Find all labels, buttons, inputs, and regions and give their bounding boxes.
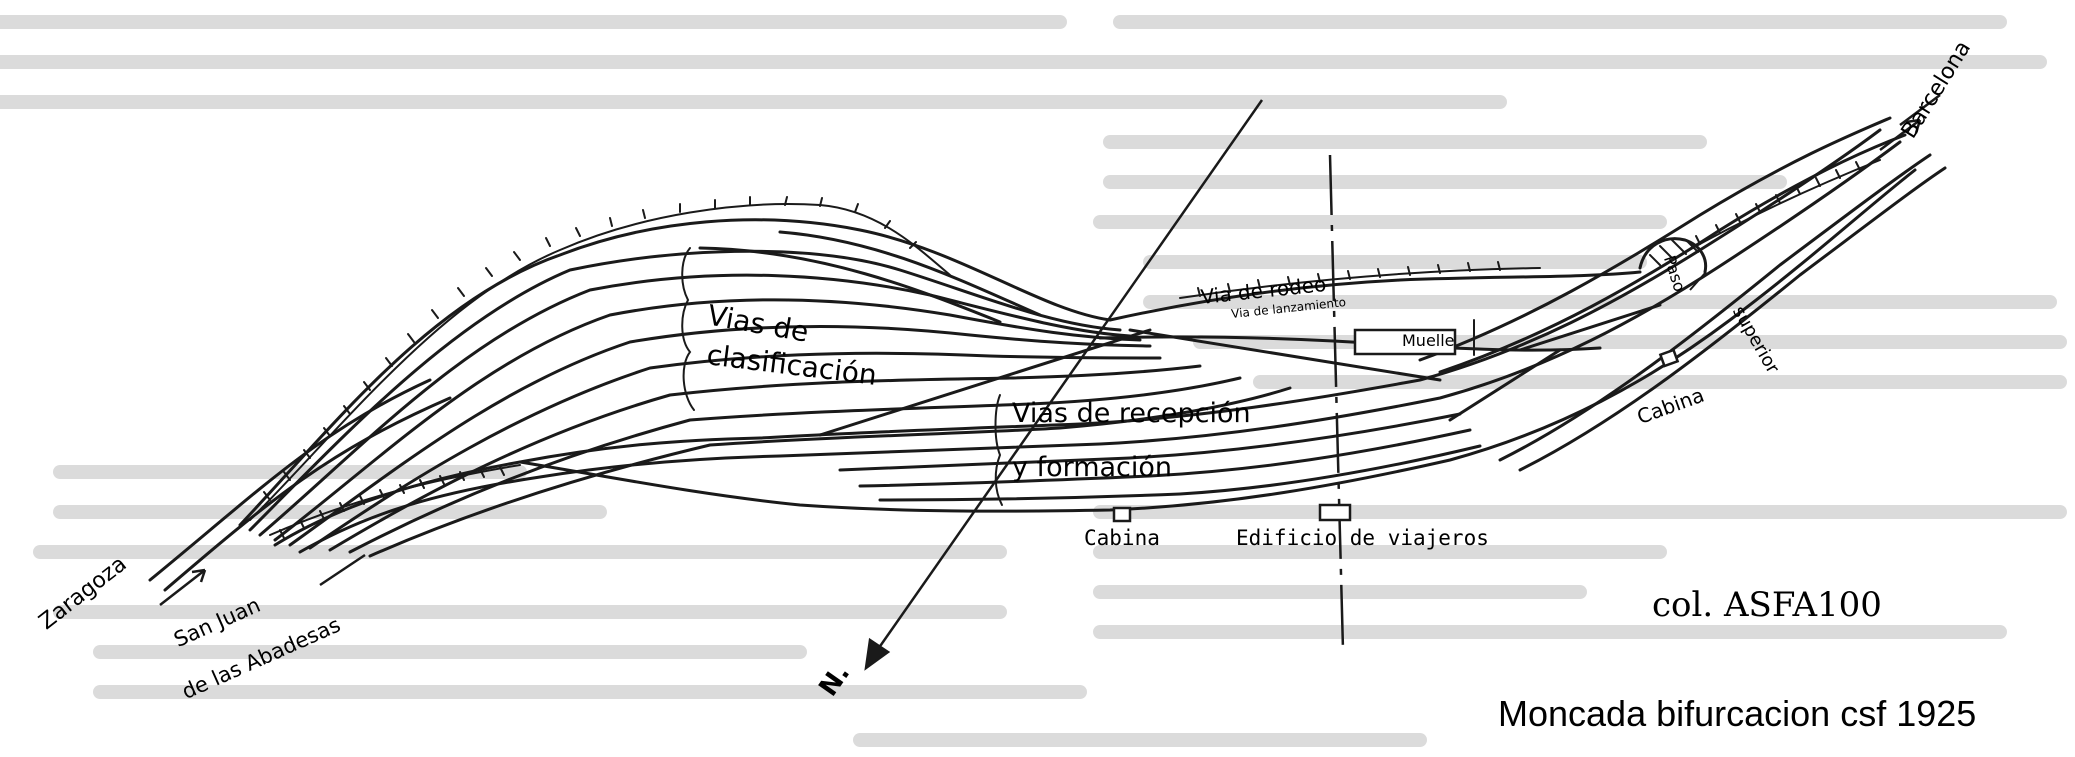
overpass-hatch — [1649, 239, 1699, 266]
label-muelle: Muelle — [1402, 331, 1455, 350]
crossover-3 — [1518, 303, 1662, 352]
reception-3 — [838, 412, 1462, 472]
label-edificio: Edificio de viajeros — [1236, 526, 1489, 550]
rodeo-bank-ticks — [1197, 261, 1501, 297]
overpass-axis-line — [1689, 271, 1707, 291]
edificio-symbol — [1318, 503, 1352, 522]
image-caption: Moncada bifurcacion csf 1925 — [1498, 693, 1977, 734]
embankment-upper — [249, 203, 951, 521]
cabina-right-symbol — [1658, 348, 1680, 368]
track-lines — [148, 116, 1947, 592]
main-line-barcelona-4 — [1518, 166, 1947, 472]
siding-1 — [248, 249, 1122, 532]
crossover-2 — [1128, 328, 1442, 382]
crossover-1 — [818, 328, 1152, 437]
reception-2 — [778, 140, 1902, 458]
building-axis-line — [1328, 154, 1345, 651]
building-symbols — [1112, 328, 1680, 523]
north-arrow — [864, 99, 1264, 671]
muelle-box — [1353, 328, 1457, 356]
cabina-left-symbol — [1112, 506, 1132, 523]
main-line-barcelona-2 — [1438, 133, 1907, 374]
via-rodeo-track — [1108, 270, 1642, 322]
label-vias-recepcion-2: y formación — [1012, 452, 1173, 483]
main-line-zaragoza-1 — [148, 378, 432, 582]
embankment-upper-ticks — [263, 196, 917, 501]
reception-4 — [858, 428, 1472, 488]
siding-8 — [368, 386, 1292, 558]
siding-7 — [348, 376, 1242, 554]
collection-credit: col. ASFA100 — [1652, 585, 1882, 625]
label-cabina-left: Cabina — [1084, 526, 1160, 550]
siding-4 — [288, 324, 1152, 547]
siding-3 — [273, 298, 1142, 542]
brace-reception — [994, 394, 1003, 506]
rodeo-bank — [1179, 267, 1541, 299]
main-line-sanjuan-2 — [298, 454, 782, 554]
brace-classification — [681, 247, 695, 411]
embankment-lower-ticks — [279, 466, 505, 539]
stub-top-1 — [778, 230, 1042, 317]
direction-arrows — [159, 94, 1941, 606]
embankment-right-ticks — [1695, 161, 1861, 245]
embankment-right — [1679, 159, 1881, 256]
overpass-arc — [1638, 237, 1708, 274]
label-vias-recepcion-1: Vias de recepción — [1012, 398, 1251, 429]
reception-5 — [878, 444, 1482, 502]
lower-bound-track — [518, 168, 1917, 513]
main-line-barcelona-3 — [1498, 153, 1932, 462]
main-line-barcelona-1 — [1418, 116, 1892, 362]
stub-top-2 — [698, 246, 1002, 324]
crossover-4 — [1448, 348, 1562, 422]
siding-2 — [258, 273, 1132, 537]
upper-bound-track — [238, 218, 1112, 527]
